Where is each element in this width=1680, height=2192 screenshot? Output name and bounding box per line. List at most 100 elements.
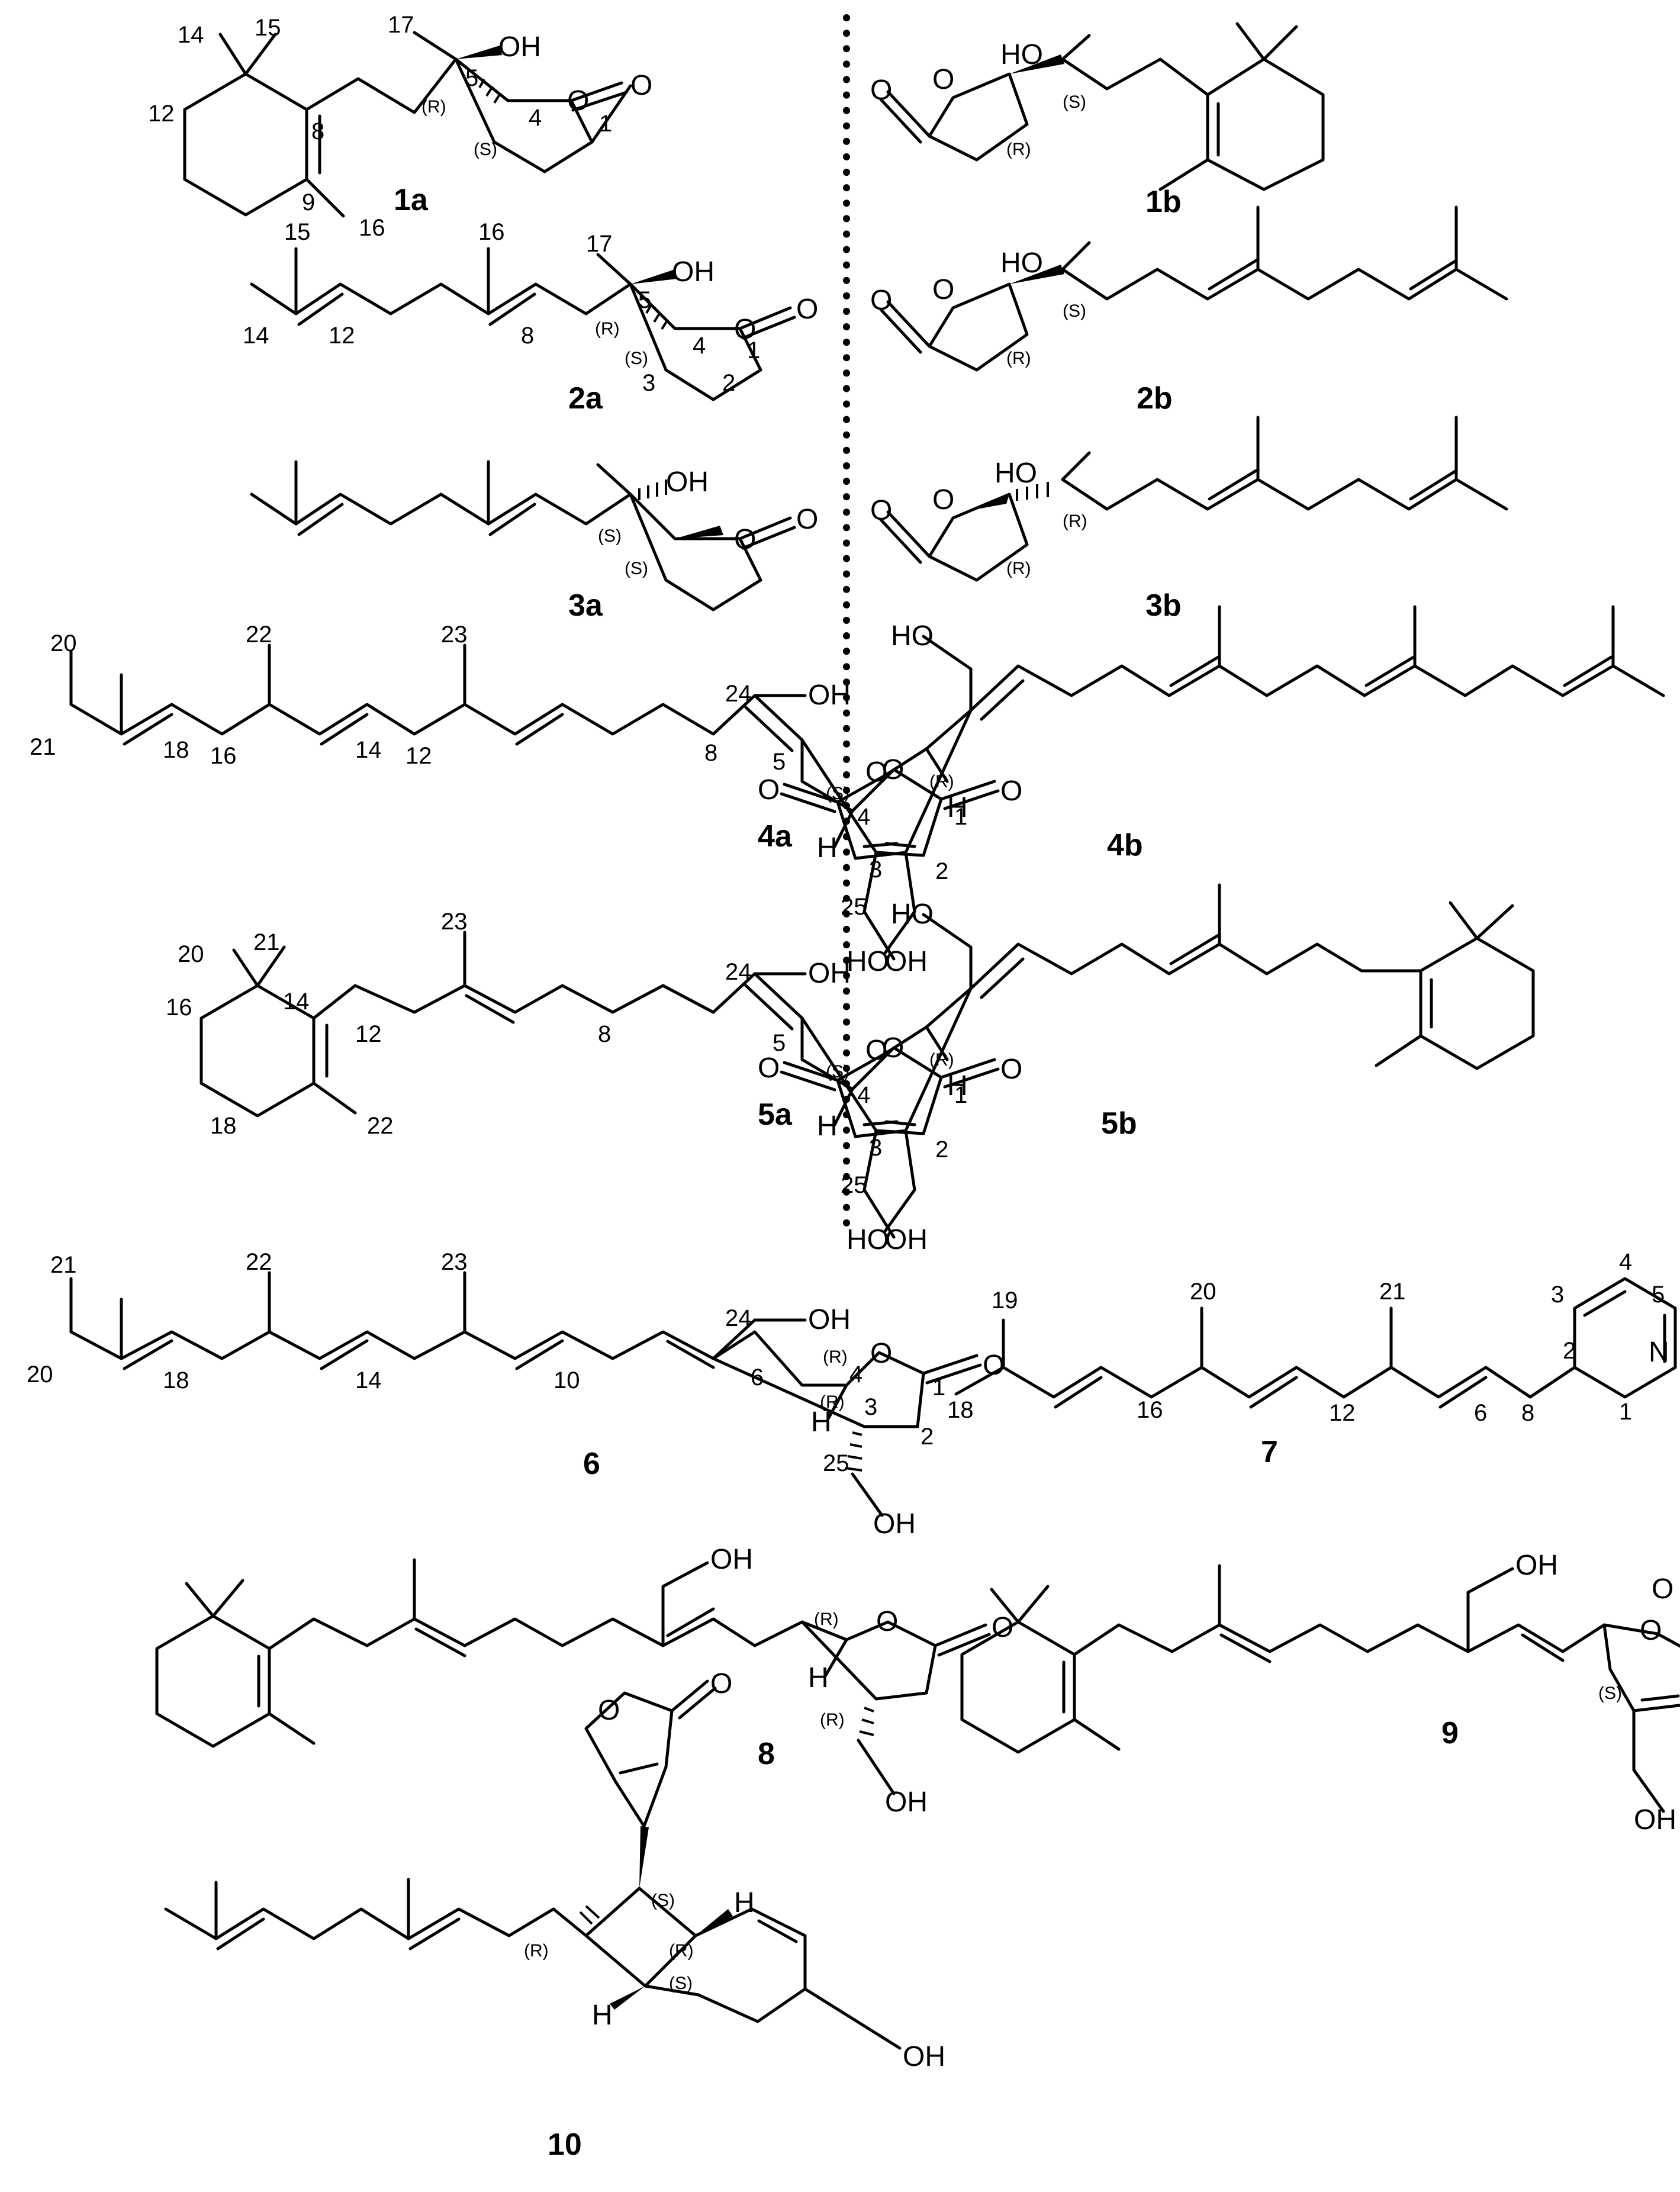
compound-label: 4b [1107, 828, 1143, 862]
compound-1b: O O HO (S) (R) 1b [870, 22, 1325, 219]
locant: 9 [302, 189, 315, 215]
ring-oxygen-label: O [870, 1338, 892, 1369]
locant: 12 [329, 323, 355, 349]
oh-label: OH [885, 1224, 928, 1256]
ho-label: HO [891, 899, 934, 930]
oh-label: OH [808, 1304, 851, 1335]
locant: 10 [553, 1367, 580, 1393]
locant: 12 [148, 101, 175, 127]
locant: 2 [1563, 1338, 1576, 1364]
locant: 3 [869, 857, 882, 883]
locant: 22 [367, 1113, 394, 1139]
oh-label: OH [710, 1544, 753, 1575]
locant: 5 [465, 65, 478, 91]
ring-oxygen-label: O [932, 484, 954, 516]
stereo-descriptor: (R) [595, 319, 620, 339]
stereo-descriptor: (R) [1063, 511, 1087, 531]
locant: 18 [163, 1367, 189, 1393]
ho-label: HO [1000, 39, 1043, 70]
locant: 25 [823, 1450, 849, 1476]
h-label: H [817, 1111, 838, 1142]
compound-9: OH O O OH (S) 9 [960, 1550, 1680, 1836]
h-label: H [947, 792, 968, 823]
locant: 3 [864, 1394, 877, 1420]
carbonyl-oxygen-label: O [870, 495, 892, 526]
locant: 6 [751, 1364, 764, 1390]
h-label: H [817, 832, 838, 864]
locant: 21 [50, 1252, 77, 1278]
locant: 25 [841, 1172, 867, 1198]
stereo-descriptor: (R) [814, 1610, 839, 1629]
carbonyl-oxygen-label: O [870, 285, 892, 316]
h-label: H [592, 2000, 613, 2031]
carbonyl-oxygen-label: O [758, 1052, 780, 1084]
oh-label: OH [672, 256, 715, 288]
oh-label: OH [873, 1508, 916, 1540]
compound-label: 1b [1145, 185, 1182, 219]
locant: 14 [178, 22, 204, 48]
locant: 8 [598, 1021, 611, 1047]
locant: 16 [210, 743, 237, 769]
compound-10: O O H H OH (S) (R) (R) (S) 10 [164, 1668, 945, 2162]
locant: 23 [441, 909, 468, 935]
compound-1a: OH O O 14 15 17 5 4 1 12 8 9 16 (R) (S) … [148, 12, 652, 241]
stereo-descriptor: (R) [1006, 349, 1031, 368]
locant: 20 [178, 941, 204, 967]
locant: 20 [27, 1361, 53, 1388]
locant: 1 [932, 1375, 945, 1401]
carbonyl-oxygen-label: O [1000, 775, 1022, 807]
compound-4a: OH O O H OH 20 22 23 24 21 18 16 14 12 8… [30, 622, 1022, 977]
stereo-descriptor: (R) [820, 1392, 845, 1412]
compound-6: OH O O H OH 21 22 23 24 20 18 14 10 6 4 … [27, 1249, 1005, 1540]
locant: 2 [722, 370, 735, 396]
locant: 21 [253, 929, 280, 955]
compound-3a: OH O O (S) (S) 3a [250, 460, 818, 623]
locant: 5 [773, 749, 786, 775]
compound-label: 2a [568, 381, 603, 416]
stereo-descriptor: (S) [625, 559, 648, 578]
stereo-descriptor: (S) [1063, 92, 1086, 112]
stereo-descriptor: (R) [929, 772, 954, 791]
locant: 16 [166, 994, 192, 1021]
ho-label: HO [995, 458, 1037, 489]
locant: 1 [747, 337, 760, 363]
carbonyl-oxygen-label: O [710, 1668, 732, 1699]
locant: 4 [693, 333, 706, 359]
ring-oxygen-label: O [734, 524, 756, 555]
locant: 23 [441, 1249, 468, 1275]
ring-oxygen-label: O [932, 64, 954, 95]
locant: 3 [1551, 1282, 1564, 1308]
stereo-descriptor: (S) [651, 1891, 675, 1910]
stereo-descriptor: (S) [625, 349, 648, 368]
carbonyl-oxygen-label: O [870, 75, 892, 106]
locant: 14 [355, 737, 382, 763]
compound-4b: HO O O H HO (R) 4b [758, 605, 1665, 977]
locant: 5 [773, 1030, 786, 1056]
compound-2a: OH O O 15 16 17 5 4 1 14 12 8 3 2 (R) (S… [243, 219, 818, 416]
locant: 18 [947, 1397, 974, 1423]
ho-label: HO [891, 620, 934, 652]
oh-label: OH [885, 946, 928, 977]
locant: 3 [869, 1135, 882, 1161]
stereo-descriptor: (R) [1006, 140, 1031, 159]
locant: 4 [1619, 1249, 1632, 1275]
locant: 2 [921, 1424, 934, 1450]
compound-label: 3a [568, 588, 603, 623]
locant: 15 [284, 219, 311, 245]
carbonyl-oxygen-label: O [758, 774, 780, 806]
locant: 21 [30, 734, 56, 760]
locant: 8 [1521, 1400, 1534, 1426]
locant: 5 [638, 287, 651, 313]
oh-label: OH [498, 31, 541, 63]
nitrogen-label: N [1649, 1337, 1669, 1368]
locant: 15 [255, 15, 281, 41]
stereo-descriptor: (S) [474, 140, 497, 159]
locant: 19 [992, 1287, 1018, 1314]
h-label: H [811, 1406, 832, 1438]
locant: 6 [1474, 1400, 1487, 1426]
locant: 23 [441, 622, 468, 648]
locant: 8 [521, 323, 534, 349]
locant: 1 [599, 111, 612, 137]
ring-oxygen-label: O [567, 85, 589, 117]
locant: 20 [50, 630, 77, 656]
